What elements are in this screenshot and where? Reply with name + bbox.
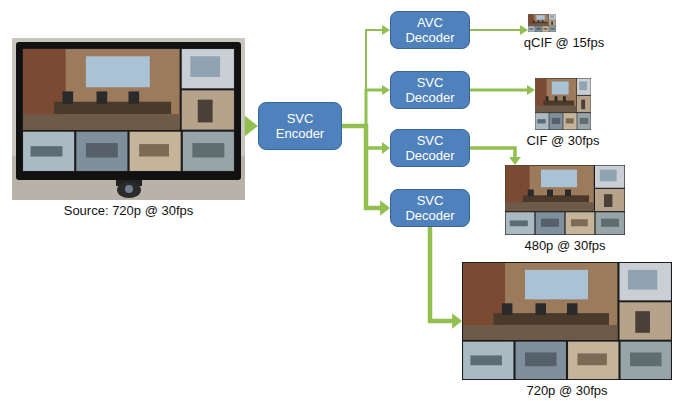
- arrow-head: [382, 142, 390, 154]
- box-label: SVC Decoder: [399, 193, 461, 223]
- output-picture: qCIF @ 15fps: [528, 14, 556, 32]
- decoder-box: SVC Decoder: [390, 71, 470, 109]
- picture-caption: qCIF @ 15fps: [524, 35, 604, 50]
- arrow-line: [342, 126, 382, 208]
- output-picture: CIF @ 30fps: [535, 78, 591, 130]
- flow-arrow: [430, 227, 462, 329]
- decoder-box: SVC Decoder: [390, 189, 470, 227]
- arrow-line: [470, 89, 529, 92]
- decoder-box: SVC Decoder: [390, 129, 470, 167]
- arrow-line: [342, 126, 384, 148]
- arrow-line: [430, 227, 454, 321]
- box-label: AVC Decoder: [399, 15, 461, 45]
- output-picture: 480p @ 30fps: [505, 165, 625, 235]
- picture-caption: 480p @ 30fps: [524, 238, 605, 253]
- arrow-line: [470, 29, 522, 31]
- arrow-head: [452, 313, 462, 328]
- picture-caption: 720p @ 30fps: [526, 383, 607, 398]
- box-label: SVC Decoder: [399, 75, 461, 105]
- arrow-line: [342, 30, 384, 126]
- flow-arrow: [342, 85, 390, 126]
- encoder-box: SVC Encoder: [258, 102, 342, 150]
- cif-picture: [535, 78, 591, 130]
- box-label: SVC Decoder: [399, 133, 461, 163]
- output-picture: 720p @ 30fps: [462, 262, 672, 380]
- arrow-head: [520, 25, 528, 35]
- flow-arrow: [245, 116, 258, 136]
- picture-caption: CIF @ 30fps: [526, 133, 599, 148]
- 480p-picture: [505, 165, 625, 235]
- source-monitor-photo: [12, 38, 245, 200]
- flow-arrow: [342, 25, 390, 126]
- decoder-box: AVC Decoder: [390, 11, 470, 49]
- flow-arrow: [470, 85, 535, 95]
- picture-caption: Source: 720p @ 30fps: [64, 203, 194, 218]
- source-picture: Source: 720p @ 30fps: [12, 38, 245, 200]
- arrow-head: [380, 200, 390, 215]
- arrow-head: [382, 85, 390, 95]
- arrow-head: [382, 25, 390, 35]
- qcif-picture: [528, 14, 556, 32]
- flow-arrow: [470, 148, 521, 165]
- arrow-line: [470, 148, 515, 159]
- 720p-picture: [462, 262, 672, 380]
- arrow-head: [245, 116, 258, 136]
- arrow-head: [509, 157, 521, 165]
- arrow-head: [527, 85, 535, 95]
- box-label: SVC Encoder: [267, 111, 333, 141]
- flow-arrow: [470, 25, 528, 35]
- flow-arrow: [342, 126, 390, 216]
- arrow-line: [342, 90, 384, 126]
